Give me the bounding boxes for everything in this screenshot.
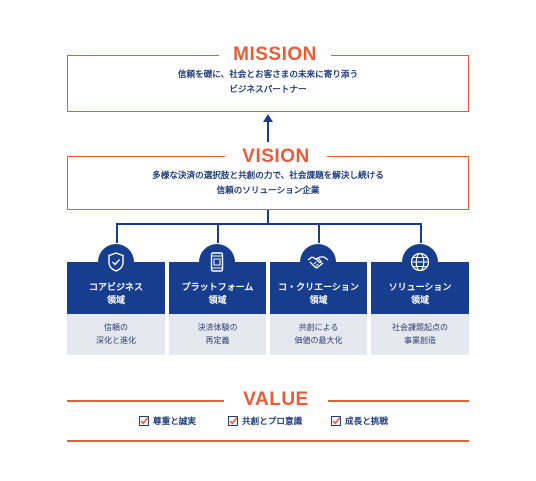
vision-line-1: 多様な決済の選択肢と共創の力で、社会課題を解決し続ける — [152, 171, 384, 181]
vision-heading: VISION — [225, 146, 327, 168]
domain-desc-solution: 社会課題起点の 事業創造 — [371, 314, 469, 355]
mission-text: 信頼を礎に、社会とお客さまの未来に寄り添う ビジネスパートナー — [68, 68, 468, 98]
checkbox-checked-icon — [228, 416, 238, 426]
value-item: 成長と挑戦 — [331, 416, 388, 428]
smartphone-icon — [199, 244, 235, 280]
value-item: 共創とプロ意識 — [228, 416, 302, 428]
connector-drop-4 — [420, 223, 422, 243]
domain-title: ソリューション 領域 — [388, 283, 452, 306]
vision-line-2: 信頼のソリューション企業 — [216, 186, 320, 196]
domain-desc-platform: 決済体験の 再定義 — [169, 314, 266, 355]
domain-desc-co-creation: 共創による 価値の最大化 — [270, 314, 367, 355]
handshake-icon — [300, 244, 336, 280]
connector-branch — [116, 223, 421, 225]
mission-line-1: 信頼を礎に、社会とお客さまの未来に寄り添う — [177, 70, 359, 80]
value-item-label: 共創とプロ意識 — [242, 417, 303, 427]
mission-line-2: ビジネスパートナー — [229, 85, 307, 95]
connector-trunk — [267, 210, 269, 224]
shield-check-icon — [98, 244, 134, 280]
checkbox-checked-icon — [331, 416, 341, 426]
arrow-up-icon — [263, 114, 273, 122]
value-item-label: 成長と挑戦 — [345, 417, 388, 427]
connector-drop-3 — [318, 223, 320, 243]
vision-text: 多様な決済の選択肢と共創の力で、社会課題を解決し続ける 信頼のソリューション企業 — [68, 169, 468, 199]
arrow-shaft — [267, 120, 269, 142]
connector-drop-2 — [217, 223, 219, 243]
domain-title: コ・クリエーション 領域 — [278, 283, 359, 306]
value-item: 尊重と誠実 — [139, 416, 196, 428]
globe-icon — [402, 244, 438, 280]
value-rule-bottom — [67, 440, 469, 442]
mission-heading: MISSION — [219, 44, 331, 66]
value-heading: VALUE — [224, 389, 328, 411]
checkbox-checked-icon — [139, 416, 149, 426]
connector-drop-1 — [116, 223, 118, 243]
value-item-label: 尊重と誠実 — [153, 417, 196, 427]
domain-title: プラットフォーム 領域 — [181, 283, 254, 306]
domain-desc-core-business: 信頼の 深化と進化 — [67, 314, 165, 355]
domain-title: コアビジネス 領域 — [88, 283, 143, 306]
